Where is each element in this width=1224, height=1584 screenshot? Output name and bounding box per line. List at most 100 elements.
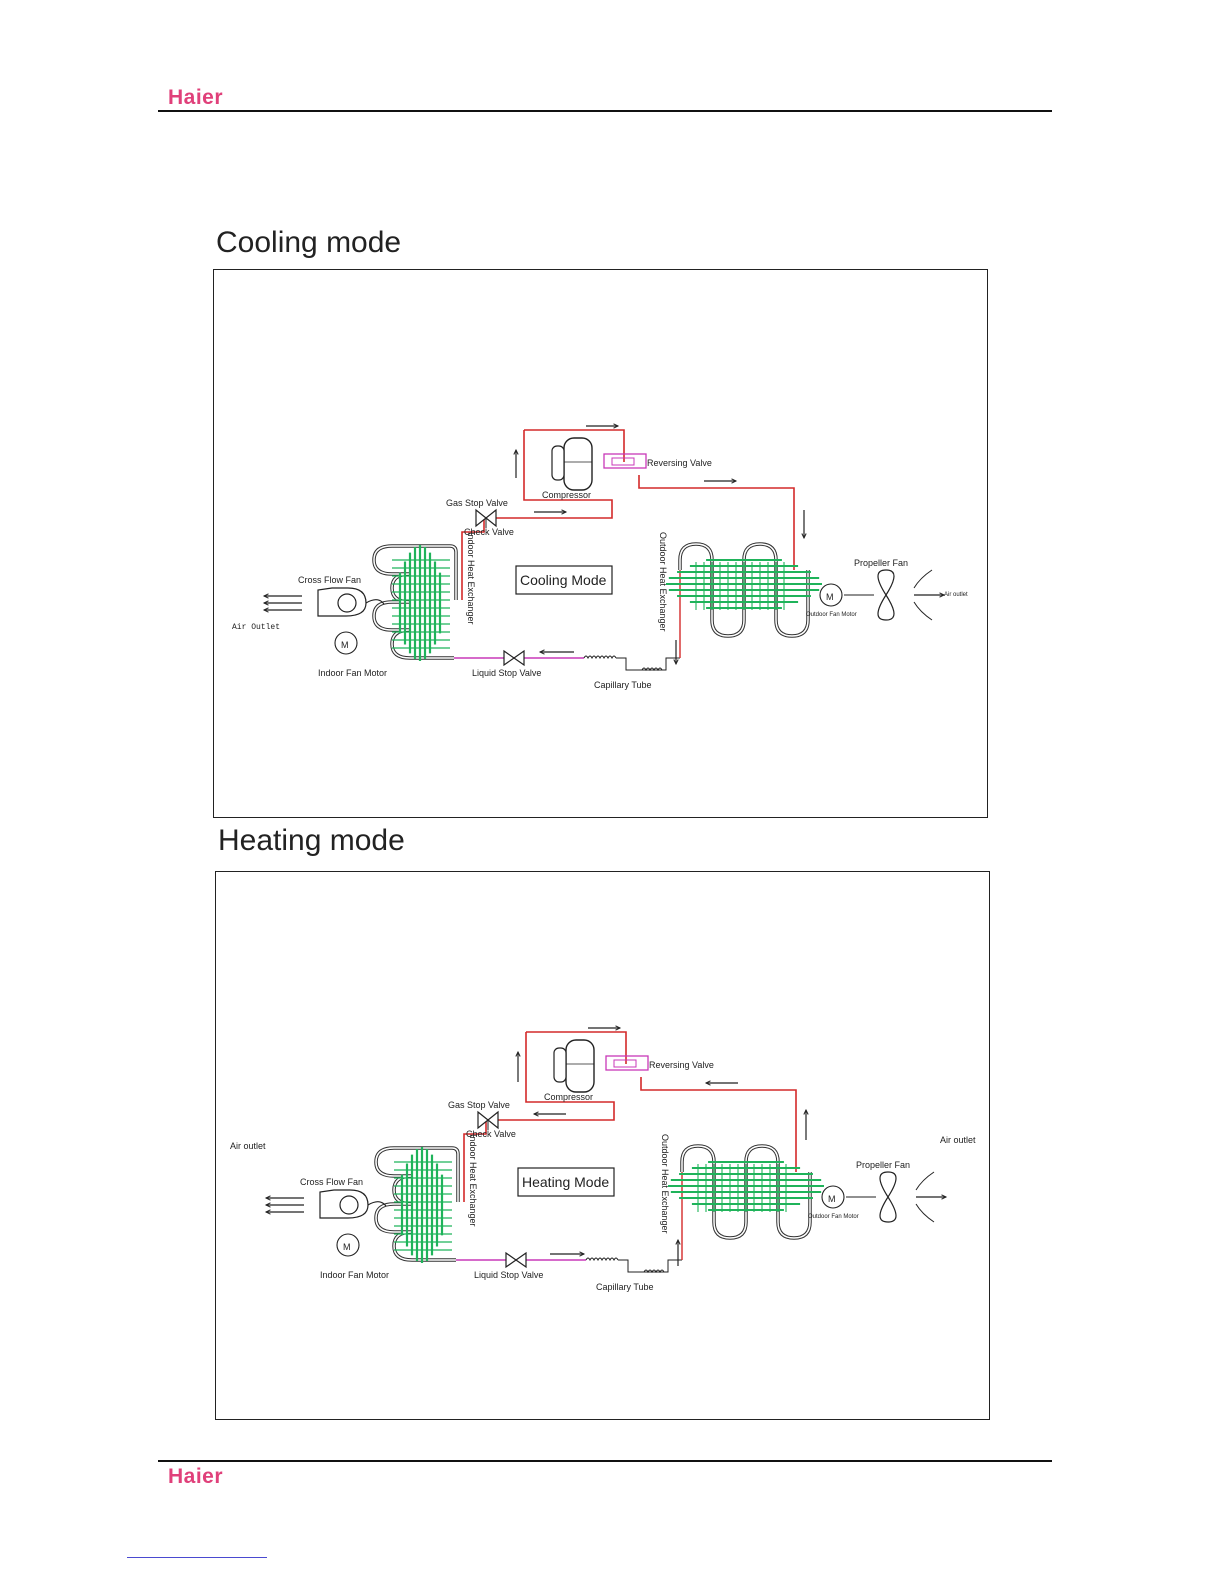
airflow-curve-bottom xyxy=(913,601,933,621)
compressor-icon xyxy=(563,437,593,491)
mode-label-box xyxy=(515,565,613,595)
propeller-fan-icon xyxy=(877,569,895,621)
haier-logo-top: Haier xyxy=(168,86,224,109)
cross-flow-fan-scroll xyxy=(365,599,385,605)
flow-arrow-outdoor-up-head xyxy=(675,1238,681,1245)
gas-stop-valve-label: Gas Stop Valve xyxy=(448,1100,510,1110)
reversing-valve-spool xyxy=(613,1059,637,1068)
cooling-mode-title: Cooling mode xyxy=(216,226,402,259)
accumulator-icon xyxy=(551,445,565,481)
air-outlet-arrow-head xyxy=(264,1209,271,1215)
outdoor-heat-exchanger-label: Outdoor Heat Exchanger xyxy=(658,532,668,632)
air-outlet-left-label: Air Outlet xyxy=(232,623,280,632)
flow-arrow-up-head xyxy=(515,1050,521,1057)
air-outlet-left-label: Air outlet xyxy=(230,1141,266,1151)
air-outlet-right-label: Air outlet xyxy=(944,592,968,598)
flow-arrow-liquid-head xyxy=(538,649,545,655)
flow-arrow-top-head xyxy=(615,1025,622,1031)
outdoor-heat-exchanger-label: Outdoor Heat Exchanger xyxy=(660,1134,670,1234)
flow-arrow-up-outdoor-head xyxy=(803,1108,809,1115)
propeller-fan-label: Propeller Fan xyxy=(854,558,908,568)
indoor-coil-tube-inner xyxy=(373,545,457,659)
discharge-line xyxy=(463,1032,615,1202)
indoor-fan-motor-icon xyxy=(334,631,358,655)
liquid-stop-valve-label: Liquid Stop Valve xyxy=(474,1270,543,1280)
liquid-stop-valve-label: Liquid Stop Valve xyxy=(472,668,541,678)
flow-arrow-outdoor-down-head xyxy=(673,659,679,666)
flow-arrow-outdoor-head xyxy=(704,1080,711,1086)
outdoor-fan-motor-icon xyxy=(819,583,843,607)
liquid-stop-valve-icon xyxy=(505,1251,527,1269)
airflow-curve-bottom xyxy=(915,1203,935,1223)
indoor-fan-motor-label: Indoor Fan Motor xyxy=(320,1270,389,1280)
airflow-curve-top xyxy=(915,1171,935,1191)
mode-label: Heating Mode xyxy=(522,1174,609,1190)
outdoor-motor-symbol: M xyxy=(826,592,834,602)
air-outlet-arrow-head xyxy=(262,600,269,606)
propeller-fan-label: Propeller Fan xyxy=(856,1160,910,1170)
air-outlet-arrow-head xyxy=(264,1202,271,1208)
indoor-motor-symbol: M xyxy=(341,640,349,650)
outdoor-gas-line xyxy=(640,1077,797,1172)
liquid-stop-valve-icon xyxy=(503,649,525,667)
reversing-valve-label: Reversing Valve xyxy=(647,458,712,468)
air-outlet-arrow-head xyxy=(264,1195,271,1201)
indoor-motor-symbol: M xyxy=(343,1242,351,1252)
check-valve-label: Check Valve xyxy=(464,527,514,537)
reversing-valve-label: Reversing Valve xyxy=(649,1060,714,1070)
accumulator-icon xyxy=(553,1047,567,1083)
mode-label-box xyxy=(517,1167,615,1197)
cross-flow-fan-rotor xyxy=(339,1195,359,1215)
capillary-coil-2 xyxy=(643,1269,665,1274)
compressor-label: Compressor xyxy=(542,490,591,500)
cross-flow-fan-scroll xyxy=(367,1201,387,1207)
air-outlet-right-label: Air outlet xyxy=(940,1135,976,1145)
outdoor-gas-line xyxy=(638,475,795,570)
header-rule xyxy=(158,110,1052,112)
outdoor-fan-motor-icon xyxy=(821,1185,845,1209)
indoor-heat-exchanger-label: Indoor Heat Exchanger xyxy=(468,1134,478,1227)
cross-flow-fan-label: Cross Flow Fan xyxy=(298,575,361,585)
compressor-top-line xyxy=(526,1031,627,1064)
cross-flow-fan-rotor xyxy=(337,593,357,613)
propeller-fan-icon xyxy=(879,1171,897,1223)
capillary-coil xyxy=(583,655,617,660)
capillary-coil xyxy=(585,1257,619,1262)
indoor-heat-exchanger-label: Indoor Heat Exchanger xyxy=(466,532,476,625)
compressor-icon xyxy=(565,1039,595,1093)
air-outlet-right-arrow-head xyxy=(939,592,946,598)
air-outlet-arrow-head xyxy=(262,607,269,613)
heating-mode-title: Heating mode xyxy=(218,824,405,857)
discharge-line xyxy=(461,430,613,600)
airflow-curve-top xyxy=(913,569,933,589)
reversing-valve-icon xyxy=(605,1055,649,1071)
air-outlet-right-arrow-head xyxy=(941,1194,948,1200)
check-valve-label: Check Valve xyxy=(466,1129,516,1139)
reversing-valve-spool xyxy=(611,457,635,466)
capillary-tube-label: Capillary Tube xyxy=(596,1282,654,1292)
outdoor-fan-motor-label: Outdoor Fan Motor xyxy=(808,1214,859,1220)
outdoor-fan-motor-label: Outdoor Fan Motor xyxy=(806,612,857,618)
footer-rule xyxy=(158,1460,1052,1462)
indoor-fan-motor-label: Indoor Fan Motor xyxy=(318,668,387,678)
footer-link-underline xyxy=(127,1557,267,1558)
gas-stop-valve-label: Gas Stop Valve xyxy=(446,498,508,508)
flow-arrow-outdoor-head xyxy=(731,478,738,484)
cross-flow-fan-label: Cross Flow Fan xyxy=(300,1177,363,1187)
indoor-coil-tube-inner xyxy=(375,1147,459,1261)
reversing-valve-icon xyxy=(603,453,647,469)
compressor-label: Compressor xyxy=(544,1092,593,1102)
indoor-fan-motor-icon xyxy=(336,1233,360,1257)
capillary-coil-2 xyxy=(641,667,663,672)
flow-arrow-liquid-head xyxy=(579,1251,586,1257)
flow-arrow-gas-head xyxy=(561,509,568,515)
flow-arrow-up-head xyxy=(513,448,519,455)
compressor-top-line xyxy=(524,429,625,462)
capillary-tube-label: Capillary Tube xyxy=(594,680,652,690)
air-outlet-arrow-head xyxy=(262,593,269,599)
haier-logo-bottom: Haier xyxy=(168,1465,224,1488)
